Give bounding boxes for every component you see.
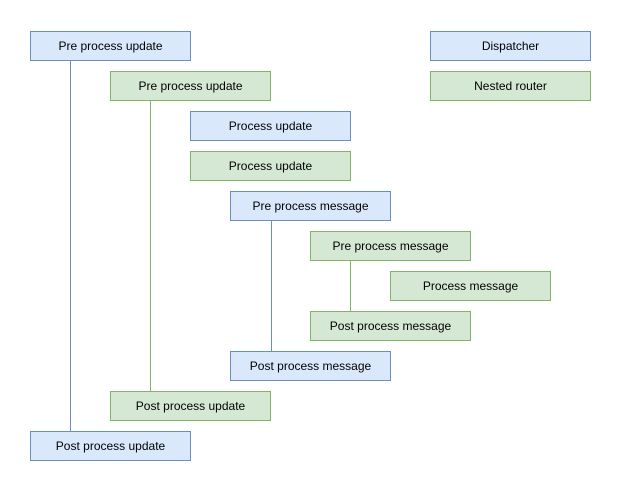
node-pre-process-message-green: Pre process message [310, 231, 471, 261]
node-dispatcher: Dispatcher [430, 31, 591, 61]
connector-pre-post-update-blue [70, 61, 71, 431]
connector-pre-post-message-blue [271, 221, 272, 351]
node-pre-process-update-blue: Pre process update [30, 31, 191, 61]
node-nested-router: Nested router [430, 71, 591, 101]
node-post-process-update-green: Post process update [110, 391, 271, 421]
connector-pre-post-update-green [150, 101, 151, 391]
node-post-process-update-blue: Post process update [30, 431, 191, 461]
node-process-message-green: Process message [390, 271, 551, 301]
node-post-process-message-blue: Post process message [230, 351, 391, 381]
node-process-update-blue: Process update [190, 111, 351, 141]
connector-pre-post-message-green [350, 261, 351, 311]
node-process-update-green: Process update [190, 151, 351, 181]
node-pre-process-update-green: Pre process update [110, 71, 271, 101]
node-post-process-message-green: Post process message [310, 311, 471, 341]
node-pre-process-message-blue: Pre process message [230, 191, 391, 221]
